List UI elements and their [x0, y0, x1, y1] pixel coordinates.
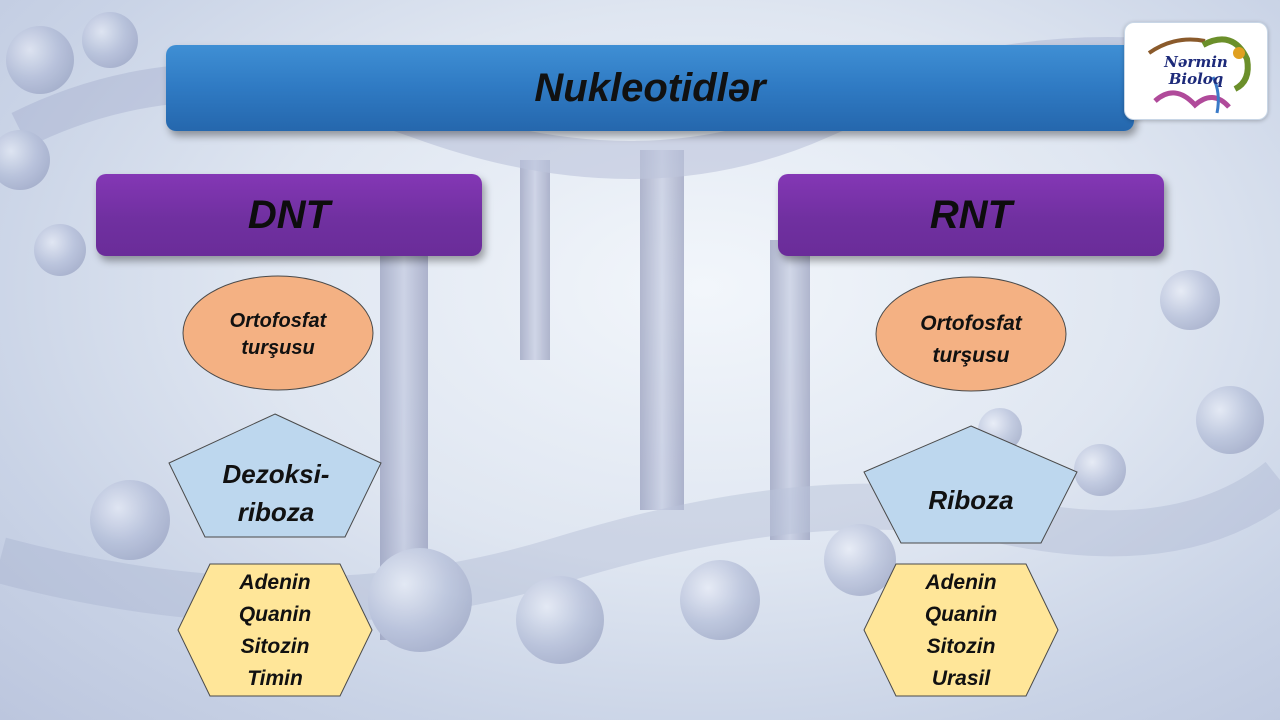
chameleon-logo-icon	[1147, 36, 1251, 114]
rnt-base-quanin: Quanin	[924, 603, 998, 626]
slide-title: Nukleotidlər	[534, 65, 766, 110]
dnt-sugar-line1: Dezoksi-	[222, 459, 330, 489]
dnt-bases-hexagon	[177, 563, 373, 697]
dnt-heading: DNT	[247, 192, 331, 237]
dnt-base-sitozin: Sitozin	[240, 635, 310, 658]
dnt-sugar-label: Dezoksi- riboza	[196, 455, 356, 531]
rnt-phosphate-line2: turşusu	[932, 344, 1010, 367]
rnt-phosphate-label: Ortofosfat turşusu	[891, 308, 1051, 372]
rnt-phosphate-ellipse	[875, 276, 1067, 392]
rnt-base-urasil: Urasil	[931, 667, 991, 690]
rnt-base-sitozin: Sitozin	[926, 635, 996, 658]
dnt-base-timin: Timin	[247, 667, 303, 690]
dnt-phosphate-line2: turşusu	[241, 337, 315, 359]
dnt-phosphate-line1: Ortofosfat	[229, 310, 327, 332]
rnt-sugar-label: Riboza	[891, 482, 1051, 518]
rnt-heading-box: RNT	[778, 174, 1164, 256]
rnt-bases-hexagon	[863, 563, 1059, 697]
rnt-base-adenin: Adenin	[925, 571, 997, 594]
title-bar: Nukleotidlər	[166, 45, 1134, 131]
dnt-bases-label: Adenin Quanin Sitozin Timin	[195, 567, 355, 695]
dnt-phosphate-label: Ortofosfat turşusu	[198, 308, 358, 362]
dnt-base-adenin: Adenin	[239, 571, 311, 594]
rnt-phosphate-line1: Ortofosfat	[920, 312, 1022, 335]
rnt-bases-label: Adenin Quanin Sitozin Urasil	[881, 567, 1041, 695]
logo-text-line2: Bioloq	[1168, 70, 1224, 88]
rnt-sugar-pentagon	[863, 425, 1078, 544]
rnt-heading: RNT	[929, 192, 1013, 237]
dnt-sugar-line2: riboza	[237, 497, 315, 527]
dnt-heading-box: DNT	[96, 174, 482, 256]
logo-text-line1: Nərmin	[1164, 53, 1228, 71]
dnt-phosphate-ellipse	[182, 275, 374, 391]
dnt-base-quanin: Quanin	[238, 603, 312, 626]
rnt-sugar-line1: Riboza	[928, 485, 1014, 515]
logo: Nərmin Bioloq	[1124, 22, 1268, 120]
dnt-sugar-pentagon	[168, 413, 382, 538]
